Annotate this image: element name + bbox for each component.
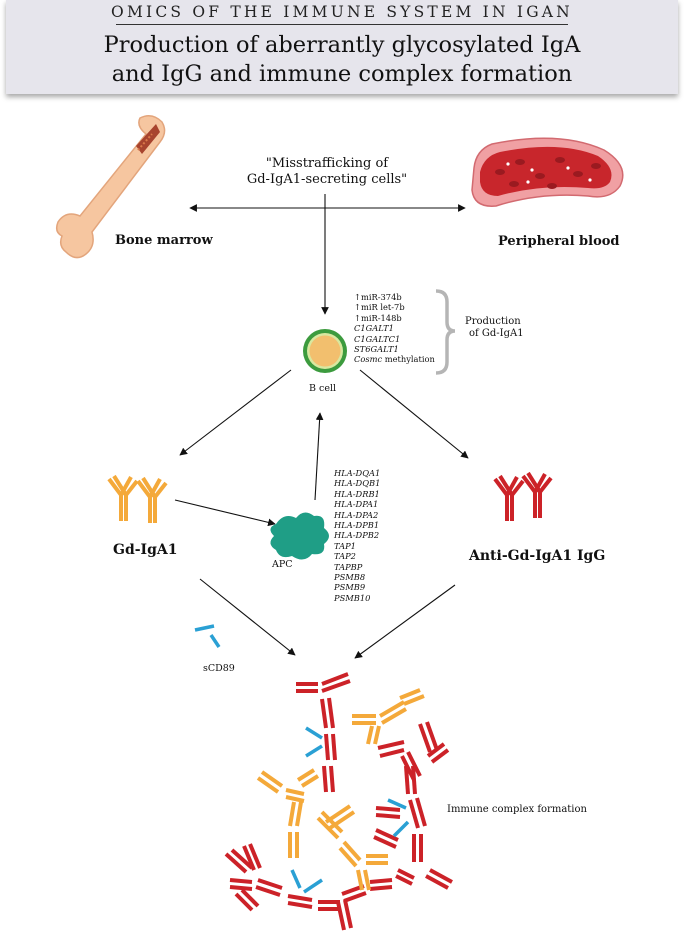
bcell-factor-suffix: methylation bbox=[382, 354, 435, 365]
bcell-factor-name: ↑miR-374b bbox=[354, 292, 402, 302]
gd-iga1-label: Gd-IgA1 bbox=[113, 542, 178, 558]
anti-gd-iga1-igg-label: Anti-Gd-IgA1 IgG bbox=[469, 548, 606, 564]
production-label: Production of Gd-IgA1 bbox=[465, 316, 524, 340]
hla-gene-item: TAPBP bbox=[334, 561, 363, 572]
title-line-1: Production of aberrantly glycosylated Ig… bbox=[103, 32, 581, 58]
b-cell-icon bbox=[303, 329, 347, 373]
blood-vessel-icon bbox=[471, 137, 624, 207]
bcell-factor-name: ↑miR-148b bbox=[354, 312, 402, 323]
b-cell-label: B cell bbox=[309, 383, 337, 394]
anti-gd-iga1-igg-icon bbox=[493, 471, 553, 523]
hla-gene-item: TAP1 bbox=[334, 540, 356, 551]
hla-gene-item: HLA-DRB1 bbox=[334, 488, 380, 499]
bcell-factor-item: ST6GALT1 bbox=[354, 344, 435, 354]
header-kicker: OMICS OF THE IMMUNE SYSTEM IN IGAN bbox=[111, 3, 573, 21]
bcell-factor-item: ↑miR-148b bbox=[354, 313, 435, 323]
hla-gene-item: HLA-DPA2 bbox=[334, 509, 379, 520]
hla-gene-item: PSMB10 bbox=[334, 592, 371, 603]
hla-gene-item: HLA-DPB1 bbox=[334, 520, 380, 531]
title-line-2: and IgG and immune complex formation bbox=[111, 61, 573, 87]
brace-icon bbox=[435, 289, 456, 375]
header-banner: OMICS OF THE IMMUNE SYSTEM IN IGAN Produ… bbox=[6, 0, 678, 94]
page-title: Production of aberrantly glycosylated Ig… bbox=[6, 31, 678, 89]
hla-gene-item: HLA-DPA1 bbox=[334, 499, 379, 510]
header-rule bbox=[116, 24, 568, 25]
misstrafficking-label: "Misstrafficking of Gd-IgA1-secreting ce… bbox=[237, 156, 417, 188]
bcell-factor-item: C1GALT1 bbox=[354, 323, 435, 333]
scd89-label: sCD89 bbox=[203, 663, 235, 674]
misstrafficking-line-2: Gd-IgA1-secreting cells" bbox=[246, 172, 408, 187]
production-line-2: of Gd-IgA1 bbox=[469, 328, 524, 339]
bcell-factor-item: ↑miR let-7b bbox=[354, 302, 435, 312]
hla-gene-item: HLA-DPB2 bbox=[334, 530, 380, 541]
bcell-factor-name: Cosmc bbox=[354, 354, 383, 365]
misstrafficking-line-1: "Misstrafficking of bbox=[265, 156, 389, 171]
scd89-icon bbox=[194, 624, 221, 648]
hla-gene-item: HLA-DQB1 bbox=[334, 478, 381, 489]
bcell-factor-item: C1GALTC1 bbox=[354, 334, 435, 344]
bcell-factor-name: ↑miR let-7b bbox=[354, 302, 405, 313]
hla-gene-item: TAP2 bbox=[334, 551, 356, 562]
hla-gene-item: HLA-DQA1 bbox=[334, 468, 381, 478]
immune-complex-icon bbox=[224, 672, 453, 931]
apc-icon bbox=[270, 512, 329, 560]
bcell-factor-name: C1GALTC1 bbox=[354, 333, 401, 344]
peripheral-blood-label: Peripheral blood bbox=[498, 234, 620, 249]
hla-gene-item: PSMB9 bbox=[334, 582, 366, 593]
bone-marrow-icon bbox=[55, 115, 166, 259]
bcell-factor-item: ↑miR-374b bbox=[354, 292, 435, 302]
bcell-factor-name: C1GALT1 bbox=[354, 323, 394, 334]
gd-iga1-antibody-icon bbox=[107, 474, 168, 525]
immune-complex-label: Immune complex formation bbox=[447, 804, 587, 815]
bone-marrow-label: Bone marrow bbox=[115, 233, 213, 248]
apc-label: APC bbox=[272, 559, 293, 570]
production-line-1: Production bbox=[465, 316, 521, 327]
arrows bbox=[174, 194, 469, 659]
bcell-factor-name: ST6GALT1 bbox=[354, 344, 399, 355]
hla-gene-item: PSMB8 bbox=[334, 572, 366, 583]
bcell-factor-item: Cosmc methylation bbox=[354, 354, 435, 364]
